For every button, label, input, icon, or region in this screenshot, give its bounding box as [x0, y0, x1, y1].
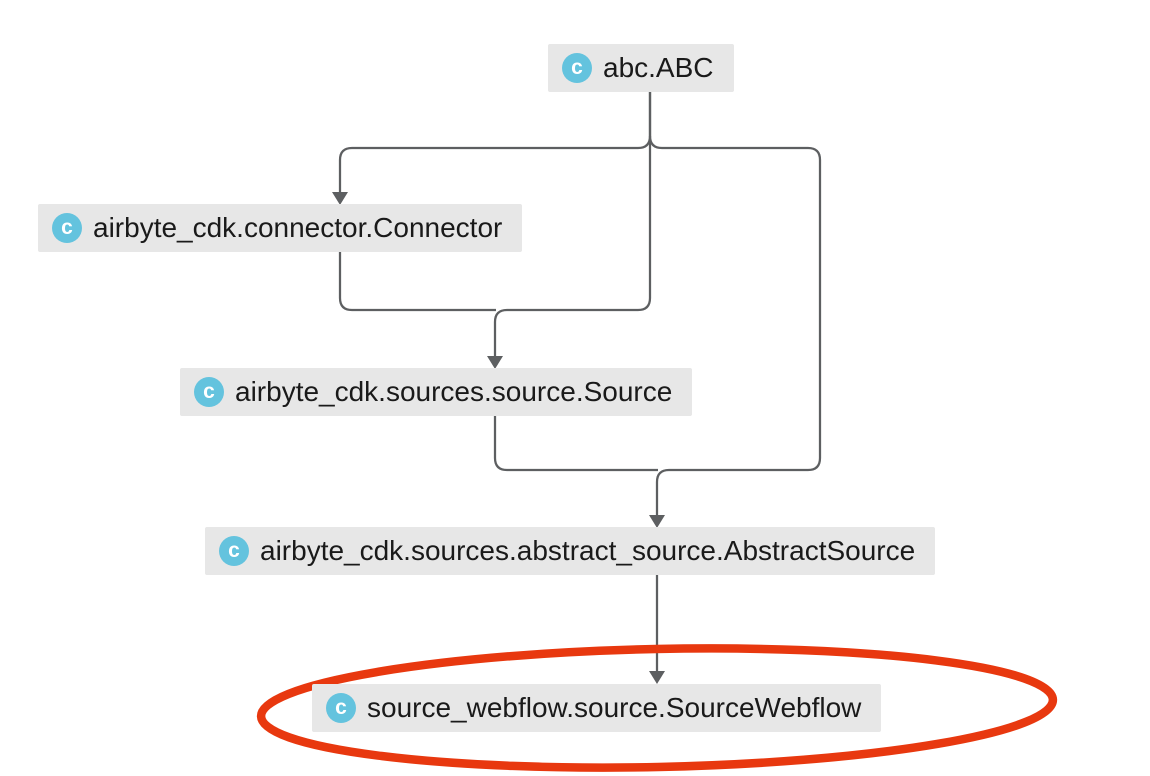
node-airbyte-cdk-connector-Connector[interactable]: c airbyte_cdk.connector.Connector	[38, 204, 523, 252]
node-label: airbyte_cdk.sources.source.Source	[235, 376, 673, 407]
class-icon: c	[219, 536, 249, 566]
class-icon: c	[326, 693, 356, 723]
node-label: source_webflow.source.SourceWebflow	[367, 692, 862, 723]
edge-abc-to-abstractsource	[648, 135, 822, 516]
node-airbyte-cdk-sources-abstract-source-AbstractSource[interactable]: c airbyte_cdk.sources.abstract_source.Ab…	[205, 527, 936, 575]
edge-source-to-abstractsource	[493, 416, 658, 472]
arrowhead-sourcewebflow	[649, 671, 665, 684]
class-icon: c	[52, 213, 82, 243]
class-icon: c	[562, 53, 592, 83]
node-airbyte-cdk-sources-source-Source[interactable]: c airbyte_cdk.sources.source.Source	[180, 368, 693, 416]
class-icon: c	[194, 377, 224, 407]
node-source-webflow-source-SourceWebflow[interactable]: c source_webflow.source.SourceWebflow	[312, 684, 882, 732]
edge-connector-to-source	[338, 252, 496, 312]
node-label: abc.ABC	[603, 52, 714, 83]
node-abc-ABC[interactable]: c abc.ABC	[548, 44, 734, 92]
edge-abc-to-connector	[338, 92, 652, 193]
node-label: airbyte_cdk.connector.Connector	[93, 212, 503, 243]
node-label: airbyte_cdk.sources.abstract_source.Abst…	[260, 535, 916, 566]
